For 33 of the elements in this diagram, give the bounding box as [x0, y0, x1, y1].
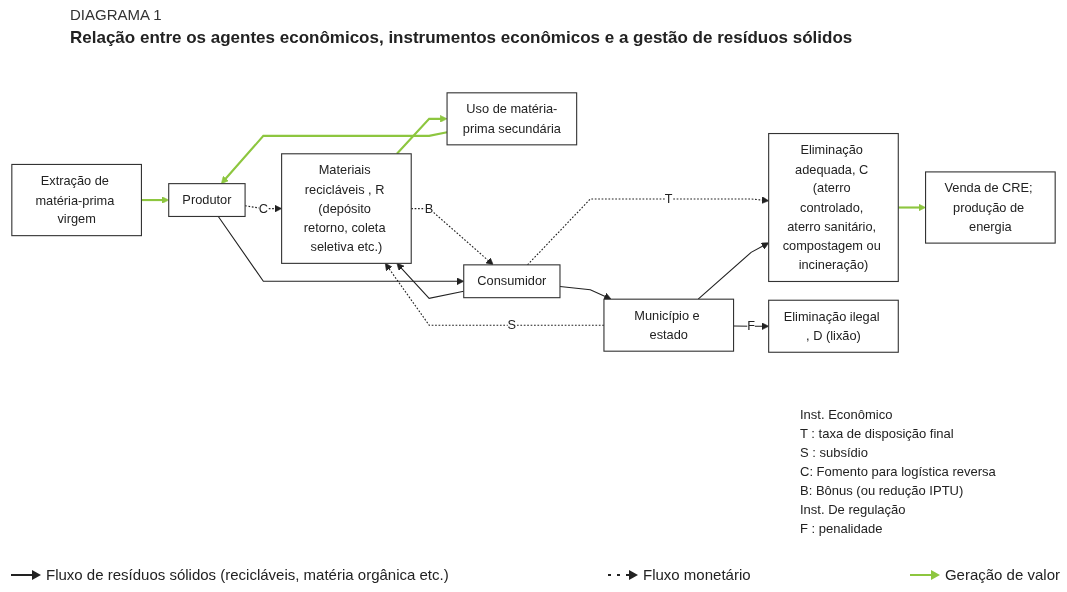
- edge-label: B: [424, 201, 434, 216]
- node-box: Produtor: [168, 183, 246, 218]
- note-text: Inst. Econômico: [800, 406, 894, 424]
- legend-text: Geração de valor: [944, 566, 1060, 583]
- arrow: [526, 196, 769, 266]
- note-text: Inst. De regulação: [800, 501, 907, 519]
- edge-label: S: [507, 317, 517, 333]
- node-box: Venda de CRE; produção de energia: [925, 171, 1056, 245]
- node-box: Materiais recicláveis , R (depósito retorno, coleta seletiva etc.): [281, 153, 412, 265]
- arrow: [697, 242, 769, 301]
- diagram-title: Relação entre os agentes econômicos, instrumentos econômicos e a gestão de resíduos sólidos: [70, 28, 853, 48]
- arrow: [898, 204, 926, 212]
- node-box: Uso de matéria-prima secundária: [446, 92, 578, 146]
- note-text: F : penalidade: [800, 520, 884, 538]
- edge-label: T: [664, 191, 673, 207]
- legend-text: Fluxo de resíduos sólidos (recicláveis, matéria orgânica etc.): [46, 566, 449, 583]
- legend-text: Fluxo monetário: [643, 566, 751, 583]
- note-text: S : subsídio: [800, 444, 869, 462]
- note-text: T : taxa de disposição final: [800, 425, 955, 443]
- node-box: Município e estado: [603, 299, 735, 353]
- note-text: C: Fomento para logística reversa: [800, 463, 996, 481]
- arrow: [733, 322, 769, 331]
- node-box: Extração de matéria-prima virgem: [11, 164, 142, 237]
- note-text: B: Bônus (ou redução IPTU): [800, 482, 965, 500]
- edge-label: F: [747, 318, 756, 334]
- arrow: [559, 286, 612, 301]
- edge-label: C: [258, 201, 268, 216]
- arrow: [221, 131, 448, 185]
- node-box: Consumidor: [463, 264, 561, 299]
- node-box: Eliminação ilegal , D (lixão): [768, 300, 899, 354]
- node-box: Eliminação adequada, C (aterro controlado, aterro sanitário, compostagem ou incineração): [768, 133, 899, 283]
- arrow: [396, 115, 448, 155]
- diagram-number: DIAGRAMA 1: [70, 6, 162, 23]
